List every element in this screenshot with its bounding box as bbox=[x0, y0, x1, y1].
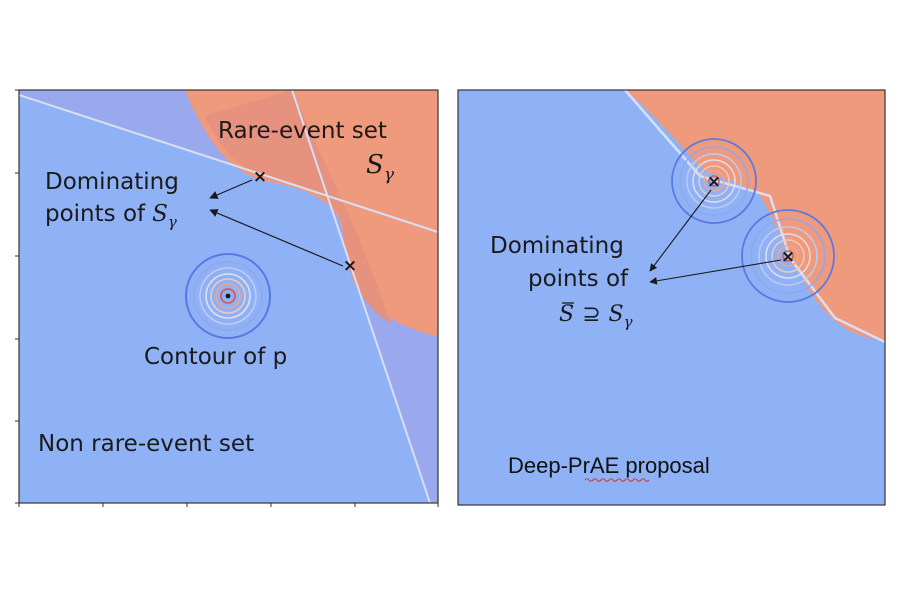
right-mixture-component-2 bbox=[741, 209, 835, 303]
left-non-rare-label: Non rare-event set bbox=[38, 431, 254, 457]
right-panel-frame bbox=[457, 89, 886, 506]
right-spellcheck-squiggle bbox=[584, 478, 650, 482]
right-panel: × × Dominating points of S⊇Sγ Deep-PrAE … bbox=[457, 89, 886, 506]
left-contour-center-dot bbox=[225, 293, 231, 299]
right-dominating-line1: Dominating bbox=[490, 233, 624, 259]
right-dominating-line2: points of bbox=[528, 266, 629, 292]
left-rare-event-symbol: Sγ bbox=[366, 150, 395, 185]
right-rare-event-region bbox=[625, 90, 885, 340]
left-contour-rings bbox=[185, 253, 271, 339]
left-approx-line-2 bbox=[291, 90, 431, 503]
left-rare-overlap bbox=[205, 90, 392, 325]
right-arrow-to-point-2 bbox=[649, 259, 782, 285]
left-arrow-to-point-1 bbox=[209, 179, 253, 199]
right-arrow-to-point-1 bbox=[649, 189, 712, 272]
right-superset-expression: S⊇Sγ bbox=[559, 302, 633, 331]
left-rare-event-label: Rare-event set bbox=[218, 118, 387, 144]
left-dominating-point-2: × bbox=[343, 256, 357, 276]
left-dominating-line1: Dominating bbox=[45, 169, 179, 195]
right-boundary-line bbox=[624, 90, 885, 344]
left-panel-frame bbox=[18, 89, 439, 504]
right-mixture-component-1 bbox=[671, 138, 757, 224]
left-approx-line-1 bbox=[19, 94, 438, 233]
right-dominating-point-2: × bbox=[781, 247, 795, 267]
left-dominating-point-1: × bbox=[253, 167, 267, 187]
right-dominating-point-1: × bbox=[707, 172, 721, 192]
right-proposal-label: Deep-PrAE proposal bbox=[508, 453, 710, 478]
left-axis-ticks bbox=[15, 89, 439, 507]
left-arrow-to-point-2 bbox=[209, 209, 344, 267]
left-contour-label: Contour of p bbox=[144, 344, 287, 370]
right-proposal-label-prae: PrAE bbox=[568, 453, 619, 478]
